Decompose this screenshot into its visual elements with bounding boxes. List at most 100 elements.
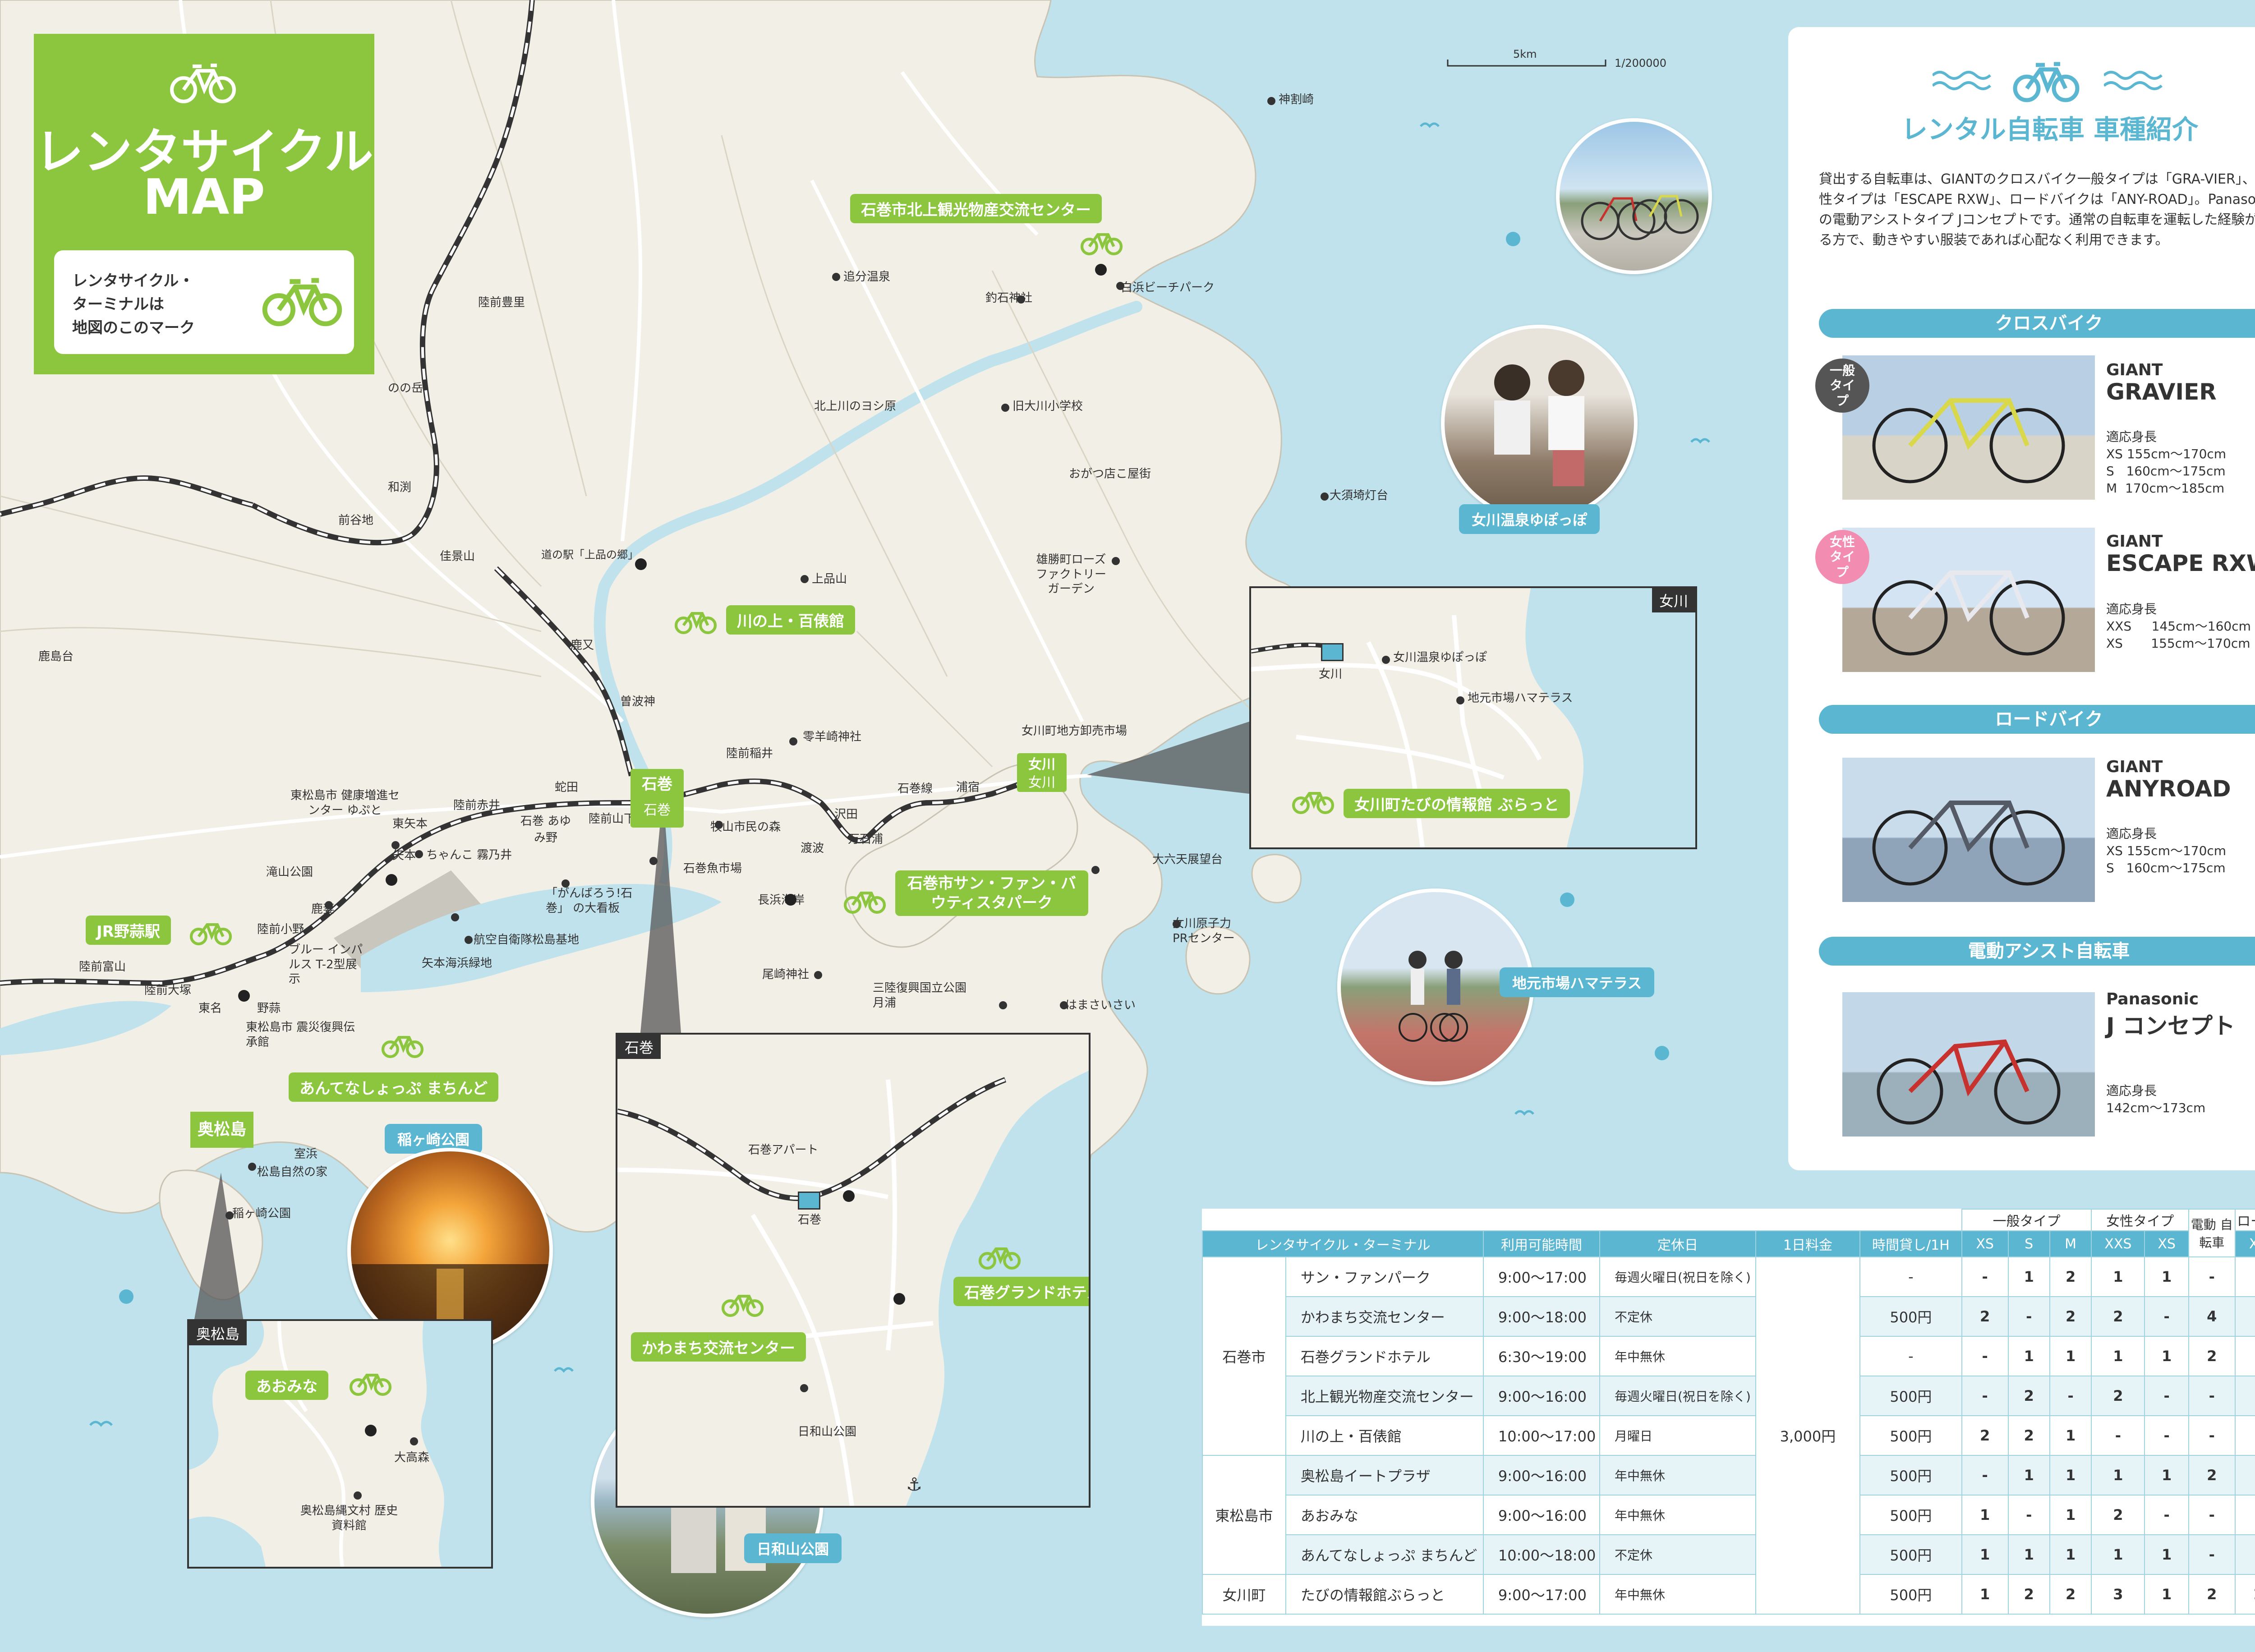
place-label: 白浜ビーチパーク — [1121, 281, 1215, 295]
station-label: 陸前山下 — [589, 812, 636, 826]
bike-count-cell: 2 — [2091, 1296, 2145, 1337]
place-dot — [814, 971, 822, 979]
closed-cell: 不定休 — [1599, 1296, 1756, 1337]
place-label: 「がんばろう!石巻」 の大看板 — [546, 887, 633, 915]
bikes-illustration — [1581, 195, 1699, 240]
station-label: 佳景山 — [440, 550, 475, 563]
terminal-label-kawamachi[interactable]: かわまち交流センター — [631, 1332, 806, 1362]
bicycle-icon — [349, 1373, 392, 1396]
bike-count-cell: 2 — [2188, 1336, 2236, 1376]
bike-model: J コンセプト — [2106, 1013, 2236, 1039]
legend-line3: 地図のこのマーク — [72, 319, 195, 337]
photo-bikes-parked — [1556, 118, 1712, 274]
station-label: 蛇田 — [555, 781, 579, 794]
col-header: XXS — [2091, 1230, 2145, 1257]
bike-count-cell: 1 — [2007, 1455, 2050, 1496]
col-header: S — [2007, 1230, 2050, 1257]
rental-table: 一般タイプ 女性タイプ 電動 自転車 ロードバイク レンタサイクル・ターミナル … — [1202, 1209, 2255, 1615]
closed-cell: 年中無休 — [1599, 1336, 1756, 1376]
place-label: 三陸復興国立公園 月浦 — [873, 981, 967, 1010]
inset-pointer-okumatsushima — [194, 1173, 244, 1321]
place-dot — [465, 936, 473, 944]
terminal-label-sanfan[interactable]: 石巻市サン・ファン・バウティスタパーク — [895, 870, 1088, 916]
col-header: レンタサイクル・ターミナル — [1202, 1230, 1484, 1257]
place-label: 女川町地方卸売市場 — [1022, 724, 1128, 738]
cyclists-illustration — [1399, 951, 1468, 1042]
place-label: はまさいさい — [1065, 999, 1136, 1012]
place-label: 追分温泉 — [843, 270, 891, 284]
scale-ratio: 1/200000 — [1615, 57, 1666, 69]
bike-count-cell: 1 — [2091, 1455, 2145, 1496]
bike-model: ESCAPE RXW — [2106, 550, 2255, 576]
terminal-name-cell: あんてなしょっぷ まちんど — [1285, 1534, 1484, 1575]
place-label: 航空自衛隊松島基地 — [474, 933, 580, 947]
bicycle-icon — [381, 1035, 424, 1058]
hours-cell: 9:00〜16:00 — [1482, 1376, 1601, 1416]
bike-spec: XS 155cm〜170cm S 160cm〜175cm M 170cm〜185… — [2106, 446, 2227, 496]
bicycle-icon — [721, 1294, 764, 1317]
hours-cell: 10:00〜18:00 — [1482, 1534, 1601, 1575]
station-label: 鹿又 — [571, 639, 594, 652]
station-label: 陸前豊里 — [478, 296, 525, 309]
hours-cell: 9:00〜17:00 — [1482, 1574, 1601, 1615]
closed-cell: 年中無休 — [1599, 1574, 1756, 1615]
bike-count-cell: 1 — [2234, 1574, 2255, 1615]
inset-map-ishinomaki: 石巻 石巻アパート 石巻 石巻グランドホテル かわまち交流センター 日和山公園 … — [616, 1033, 1091, 1508]
place-label: 室浜 — [294, 1147, 318, 1161]
station-label: 浦宿 — [956, 781, 980, 794]
legend-line1: レンタサイクル・ — [72, 272, 194, 290]
bicycle-icon — [1080, 233, 1123, 256]
bicycle-icon — [189, 923, 232, 946]
bike-count-cell: - — [2188, 1376, 2236, 1416]
place-dot — [410, 1437, 418, 1445]
station-label: 陸前富山 — [79, 960, 126, 974]
bike-count-cell: - — [2234, 1534, 2255, 1575]
terminal-label-grandhotel[interactable]: 石巻グランドホテル — [953, 1277, 1089, 1306]
place-label: 神割崎 — [1279, 93, 1314, 106]
bike-spec-title: 適応身長 — [2106, 826, 2157, 841]
title-box: レンタサイクル MAP レンタサイクル・ ターミナルは 地図のこのマーク — [34, 34, 374, 374]
bike-spec: XXS 145cm〜160cm XS 155cm〜170cm — [2106, 619, 2251, 651]
closed-cell: 毎週火曜日(祝日を除く) — [1599, 1256, 1756, 1297]
hours-cell: 6:30〜19:00 — [1482, 1336, 1601, 1376]
bike-count-cell: 1 — [1961, 1495, 2009, 1535]
place-label: 鹿島台 — [38, 650, 74, 663]
terminal-label-kawanokami[interactable]: 川の上・百俵館 — [726, 605, 855, 635]
bike-spec-title: 適応身長 — [2106, 1083, 2157, 1098]
panel-heading: レンタル自転車 車種紹介 — [1901, 114, 2199, 145]
hourly-fee-cell: 500円 — [1859, 1455, 1962, 1496]
place-label: 大須埼灯台 — [1330, 489, 1389, 502]
terminal-label-onagawa[interactable]: 女川町たびの情報館 ぶらっと — [1344, 789, 1570, 818]
bike-count-cell: 1 — [2049, 1415, 2092, 1456]
bike-count-cell: - — [2188, 1534, 2236, 1575]
inset-map-okumatsushima: 奥松島 あおみな 大高森 奥松島縄文村 歴史資料館 — [187, 1319, 493, 1569]
place-dot — [1456, 696, 1464, 704]
bike-count-cell: 1 — [2007, 1336, 2050, 1376]
bike-count-cell: - — [1961, 1256, 2009, 1297]
terminal-label-aomina[interactable]: あおみな — [245, 1371, 328, 1400]
inset-onagawa-place: 女川温泉ゆぽっぽ — [1393, 651, 1487, 664]
terminal-name-cell: 北上観光物産交流センター — [1285, 1376, 1484, 1416]
sea-matsushima — [0, 1001, 171, 1055]
city-cell: 女川町 — [1202, 1574, 1286, 1615]
bike-count-cell: - — [2234, 1296, 2255, 1337]
bike-count-cell: 2 — [2188, 1455, 2236, 1496]
bike-count-cell: - — [2049, 1376, 2092, 1416]
place-dot — [451, 913, 459, 921]
terminal-label-machindo[interactable]: あんてなしょっぷ まちんど — [289, 1072, 499, 1102]
station-label: のの岳 — [388, 382, 423, 395]
col-header: 定休日 — [1599, 1230, 1756, 1257]
terminal-label-nobiru[interactable]: JR野蒜駅 — [86, 916, 171, 945]
hourly-fee-cell: - — [1859, 1256, 1962, 1297]
inset-okumatsushima-title: 奥松島 — [189, 1321, 247, 1345]
terminal-label-kitakami[interactable]: 石巻市北上観光物産交流センター — [850, 194, 1102, 223]
map-title-line1: レンタサイクル — [35, 124, 373, 180]
place-dot — [561, 879, 570, 888]
bike-count-cell: - — [2188, 1415, 2236, 1456]
place-label: 矢本海浜緑地 — [422, 957, 492, 970]
bike-count-cell: 1 — [2007, 1256, 2050, 1297]
inset-okumatsushima-place: 奥松島縄文村 歴史資料館 — [300, 1504, 398, 1532]
place-label: 釣石神社 — [985, 291, 1033, 305]
